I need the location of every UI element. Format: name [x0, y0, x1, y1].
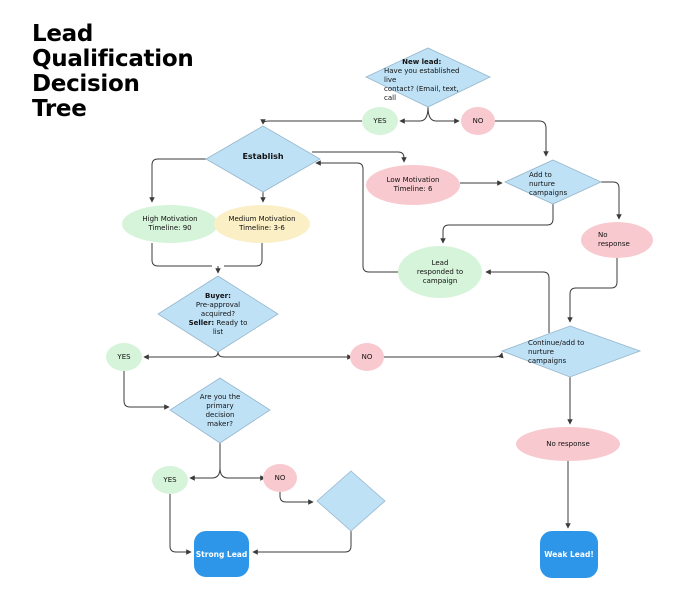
edge-noresponse-continue	[567, 258, 618, 323]
edge-addnurture-leadresponded	[440, 204, 554, 244]
edge-yes1-establish	[260, 119, 362, 125]
edge-newlead-yes1	[399, 106, 429, 124]
edge-addnurture-noresponse	[601, 181, 622, 220]
edge-buyer-yes2	[143, 351, 219, 360]
edge-yes2-decisionmaker	[123, 371, 170, 410]
empty-diamond	[316, 470, 386, 532]
edge-no1-addnurture	[495, 120, 549, 157]
yes3-ellipse	[152, 466, 188, 494]
no-response-top-ellipse	[581, 222, 653, 258]
add-nurture-diamond	[504, 159, 602, 205]
strong-lead-box	[194, 531, 249, 577]
edge-no3-diamond	[279, 492, 314, 505]
edge-establish-high	[149, 158, 206, 203]
weak-lead-box	[540, 531, 598, 578]
edge-newlead-no1	[427, 106, 460, 124]
medium-motivation-ellipse	[214, 205, 310, 243]
buyer-seller-diamond	[157, 275, 279, 353]
yes1-ellipse	[362, 107, 398, 135]
high-motivation-ellipse	[122, 205, 218, 243]
no2-ellipse	[350, 343, 384, 371]
establish-diamond	[205, 125, 321, 193]
new-lead-diamond	[365, 47, 491, 108]
low-motivation-ellipse	[366, 165, 460, 205]
edge-decisionmaker-no3	[219, 467, 266, 481]
edge-yes3-stronglead	[169, 494, 192, 555]
yes2-ellipse	[106, 343, 142, 371]
no1-ellipse	[461, 107, 495, 135]
edge-high-buyer	[151, 243, 212, 267]
edge-diamond-stronglead	[252, 531, 352, 555]
edge-establish-low	[312, 151, 407, 163]
edge-medium-buyer	[224, 243, 263, 267]
lead-responded-ellipse	[398, 246, 482, 298]
continue-nurture-diamond	[500, 325, 642, 378]
no-response-bottom-ellipse	[516, 427, 620, 461]
edge-leadresponded-establish	[315, 160, 398, 273]
page-title: Lead Qualification Decision Tree	[32, 21, 194, 122]
edge-decisionmaker-yes3	[189, 467, 221, 481]
edge-continue-leadresponded	[485, 269, 550, 333]
edge-buyer-no2	[217, 351, 353, 360]
decision-maker-diamond	[169, 377, 271, 444]
no3-ellipse	[263, 464, 297, 492]
edge-no2-continue	[384, 352, 504, 359]
